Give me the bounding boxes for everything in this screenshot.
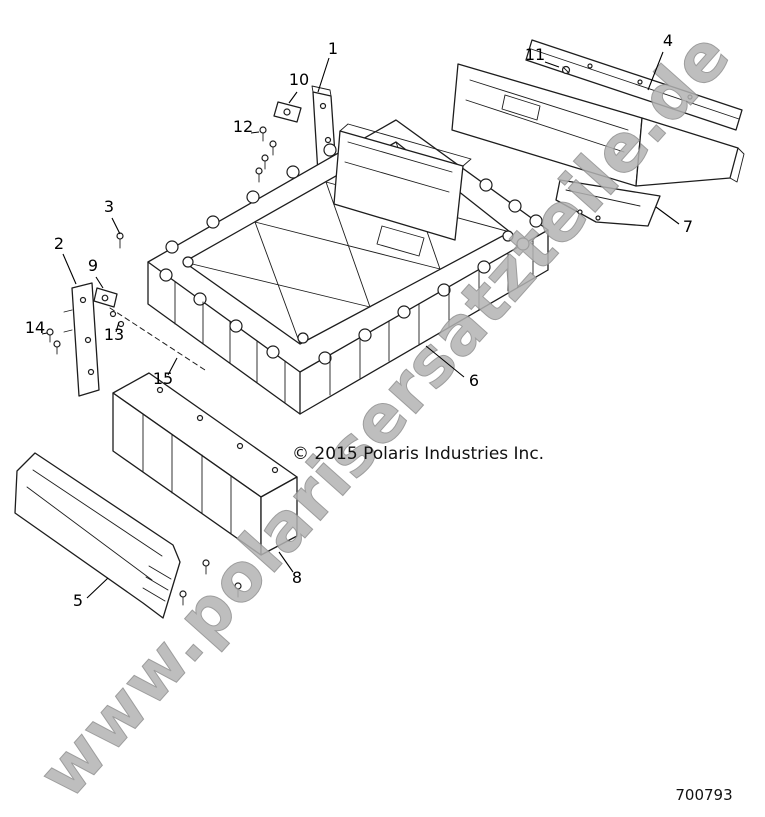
callout-label-15: 15 — [153, 369, 173, 388]
callout-leader-11 — [544, 61, 560, 68]
screw-12 — [259, 126, 267, 134]
callout-label-8: 8 — [292, 568, 302, 587]
callout-label-9: 9 — [88, 256, 98, 275]
screw-13 — [109, 310, 117, 318]
floor-truss — [183, 141, 511, 345]
strip-rivet — [637, 79, 643, 85]
callout-label-1: 1 — [328, 39, 338, 58]
corner-panel — [112, 372, 298, 598]
callout-leader-15 — [167, 357, 178, 376]
callout-leader-5 — [86, 577, 109, 599]
skirt-left — [147, 261, 301, 415]
screw-12 — [255, 167, 263, 175]
callout-label-12: 12 — [233, 117, 253, 136]
callout-label-7: 7 — [683, 217, 693, 236]
callout-label-13: 13 — [104, 325, 124, 344]
left-mount-bracket — [46, 232, 206, 397]
assembly-dash-line — [109, 307, 206, 371]
callout-leader-13 — [115, 321, 120, 333]
rear-support-bracket — [555, 179, 661, 227]
strip-rivet — [687, 94, 693, 100]
copyright-text: © 2015 Polaris Industries Inc. — [292, 444, 544, 464]
skirt-right — [299, 229, 549, 415]
skirt-right-ribs — [329, 238, 534, 396]
callout-label-3: 3 — [104, 197, 114, 216]
part-number-text: 700793 — [675, 786, 732, 804]
skirt-left-ribs — [174, 281, 286, 404]
callout-leader-14 — [41, 332, 48, 335]
side-panel-vent — [142, 565, 172, 602]
floor-drain — [376, 225, 425, 257]
cargo-box — [147, 119, 549, 415]
callout-leader-1 — [317, 57, 330, 93]
callout-label-10: 10 — [289, 70, 309, 89]
headboard — [333, 130, 464, 241]
corner-panel-ribs — [142, 413, 232, 535]
rear-panel-assembly — [451, 39, 745, 227]
callout-label-6: 6 — [469, 371, 479, 390]
screw-12 — [269, 140, 277, 148]
callout-leader-3 — [111, 217, 121, 235]
callout-leader-2 — [62, 253, 77, 285]
side-panel — [14, 452, 187, 619]
callout-leader-10 — [288, 91, 298, 104]
bracket-screw — [577, 209, 583, 215]
callout-leader-7 — [655, 206, 680, 225]
corner-panel-end — [260, 476, 298, 556]
side-panel-body — [14, 452, 181, 619]
screw-12 — [261, 154, 269, 162]
strip-rivet — [587, 63, 593, 69]
screw-14 — [46, 328, 54, 336]
rear-top-strip — [525, 39, 743, 131]
screw-14 — [53, 340, 61, 348]
callout-leader-4 — [647, 51, 664, 91]
callout-leader-9 — [95, 276, 104, 289]
callout-leader-12 — [250, 131, 260, 134]
callout-leader-6 — [425, 345, 465, 378]
callout-leader-8 — [278, 551, 294, 573]
callout-label-11: 11 — [525, 45, 545, 64]
callout-label-4: 4 — [663, 31, 673, 50]
callout-label-14: 14 — [25, 318, 45, 337]
callout-label-2: 2 — [54, 234, 64, 253]
callout-label-5: 5 — [73, 591, 83, 610]
diagram-linework — [14, 39, 745, 619]
bracket-screw — [595, 215, 601, 221]
